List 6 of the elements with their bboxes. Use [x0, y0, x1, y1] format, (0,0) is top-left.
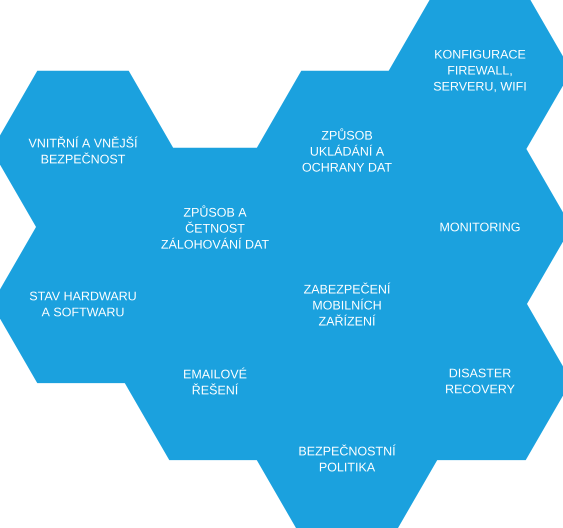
- node-label: MONITORING: [440, 222, 520, 232]
- node-label: EMAILOVÉ ŘEŠENÍ: [184, 368, 246, 394]
- hexagon: KONFIGURACE FIREWALL, SERVERU, WIFI: [388, 0, 563, 150]
- node-label: ZABEZPEČENÍ MOBILNÍCH ZAŘÍZENÍ: [304, 282, 390, 326]
- hexagon: VNITŘNÍ A VNĚJŠÍ BEZPEČNOST: [0, 70, 174, 230]
- node-label: DISASTER RECOVERY: [446, 368, 515, 394]
